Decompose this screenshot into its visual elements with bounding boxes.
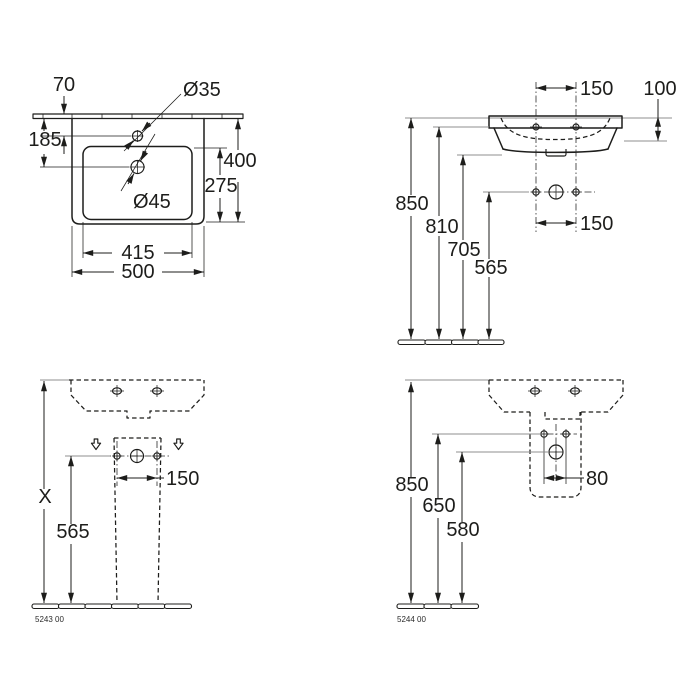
dim-label-connection-spacing: 150 bbox=[166, 468, 199, 490]
dim-tap-hole-diameter: Ø35 bbox=[123, 79, 221, 152]
dim-label-rim-height: 850 bbox=[395, 193, 428, 215]
dim-overall-width: 500 bbox=[71, 226, 205, 283]
view-front-pedestal: 150 X 565 5243 00 bbox=[31, 379, 205, 624]
connection-holes bbox=[517, 184, 595, 200]
waste-outlet-stub bbox=[545, 149, 567, 157]
dim-label-tap-hole-offset: 70 bbox=[53, 74, 75, 96]
dim-label-bowl-depth: 275 bbox=[204, 175, 237, 197]
dim-waste-height: 580 bbox=[446, 451, 549, 603]
dim-fixing-hole-spacing: 150 bbox=[536, 78, 613, 100]
dim-label-waste-height: 580 bbox=[446, 519, 479, 541]
dim-label-connection-height: 650 bbox=[422, 495, 455, 517]
centerlines bbox=[535, 82, 577, 232]
dim-label-drain-diameter: Ø45 bbox=[133, 191, 171, 213]
dim-connection-spacing: 150 bbox=[117, 468, 199, 490]
dim-label-overall-depth: 400 bbox=[223, 150, 256, 172]
dim-front-height: 100 bbox=[624, 78, 677, 142]
product-code: 5244 00 bbox=[397, 615, 426, 624]
dim-connection-spacing: 80 bbox=[544, 468, 608, 490]
dim-label-connection-height: 565 bbox=[474, 257, 507, 279]
dim-fixing-hole-height: 810 bbox=[425, 126, 489, 339]
fixing-holes bbox=[530, 123, 582, 131]
dim-drain-diameter: Ø45 bbox=[120, 133, 171, 213]
dim-label-connection-spacing: 80 bbox=[586, 468, 608, 490]
dim-label-tap-hole-diameter: Ø35 bbox=[183, 79, 221, 101]
dim-label-rim-height: X bbox=[38, 486, 51, 508]
dim-rim-height: 850 bbox=[395, 382, 429, 603]
view-plan: Ø35 Ø45 70 185 40 bbox=[28, 74, 256, 283]
dim-connection-height: 565 bbox=[56, 455, 110, 603]
dim-rim-height: X bbox=[38, 381, 52, 603]
dim-bowl-width: 415 bbox=[82, 222, 193, 264]
dim-connection-height: 650 bbox=[422, 433, 541, 603]
basin-hidden-outline bbox=[488, 379, 624, 420]
tap-hole bbox=[131, 130, 144, 142]
dim-label-front-height: 100 bbox=[643, 78, 676, 100]
dim-label-rim-height: 850 bbox=[395, 474, 428, 496]
dim-label-fixing-hole-height: 810 bbox=[425, 216, 458, 238]
basin-outline bbox=[71, 117, 205, 225]
waste-hole bbox=[130, 159, 145, 175]
basin-hidden-outline bbox=[69, 379, 205, 419]
connection-holes bbox=[533, 424, 577, 484]
basin-profile bbox=[488, 115, 623, 157]
fixing-holes bbox=[110, 385, 164, 397]
view-wall-elevation: 150 100 150 850 bbox=[395, 78, 677, 346]
dim-connection-spacing: 150 bbox=[536, 213, 613, 235]
fixing-holes bbox=[528, 385, 582, 397]
mount-direction-arrow-icon bbox=[90, 438, 102, 451]
dim-underside-height: 705 bbox=[447, 154, 502, 339]
floor-line bbox=[396, 603, 480, 610]
semipedestal-hidden-outline bbox=[529, 412, 582, 498]
dim-label-overall-width: 500 bbox=[121, 261, 154, 283]
dim-label-drain-offset: 185 bbox=[28, 129, 61, 151]
product-code: 5243 00 bbox=[35, 615, 64, 624]
dim-overall-depth: 400 bbox=[223, 119, 257, 222]
dim-label-connection-spacing: 150 bbox=[580, 213, 613, 235]
dim-bowl-depth: 275 bbox=[204, 148, 238, 222]
dim-connection-height: 565 bbox=[474, 191, 529, 339]
pedestal-hidden-outline bbox=[113, 437, 162, 604]
dim-label-underside-height: 705 bbox=[447, 239, 480, 261]
floor-line bbox=[31, 603, 193, 610]
wall-line bbox=[32, 113, 244, 120]
dim-tap-hole-offset: 70 bbox=[53, 74, 75, 154]
dim-label-bowl-width: 415 bbox=[121, 242, 154, 264]
bowl-outline bbox=[82, 145, 193, 221]
dim-rim-height: 850 bbox=[395, 118, 429, 339]
view-side-semipedestal: 80 850 650 580 bbox=[395, 379, 624, 624]
mount-direction-arrow-icon bbox=[173, 438, 184, 451]
dim-drain-offset: 185 bbox=[28, 119, 62, 167]
dim-label-fixing-hole-spacing: 150 bbox=[580, 78, 613, 100]
floor-line bbox=[397, 339, 505, 346]
dim-label-connection-height: 565 bbox=[56, 521, 89, 543]
